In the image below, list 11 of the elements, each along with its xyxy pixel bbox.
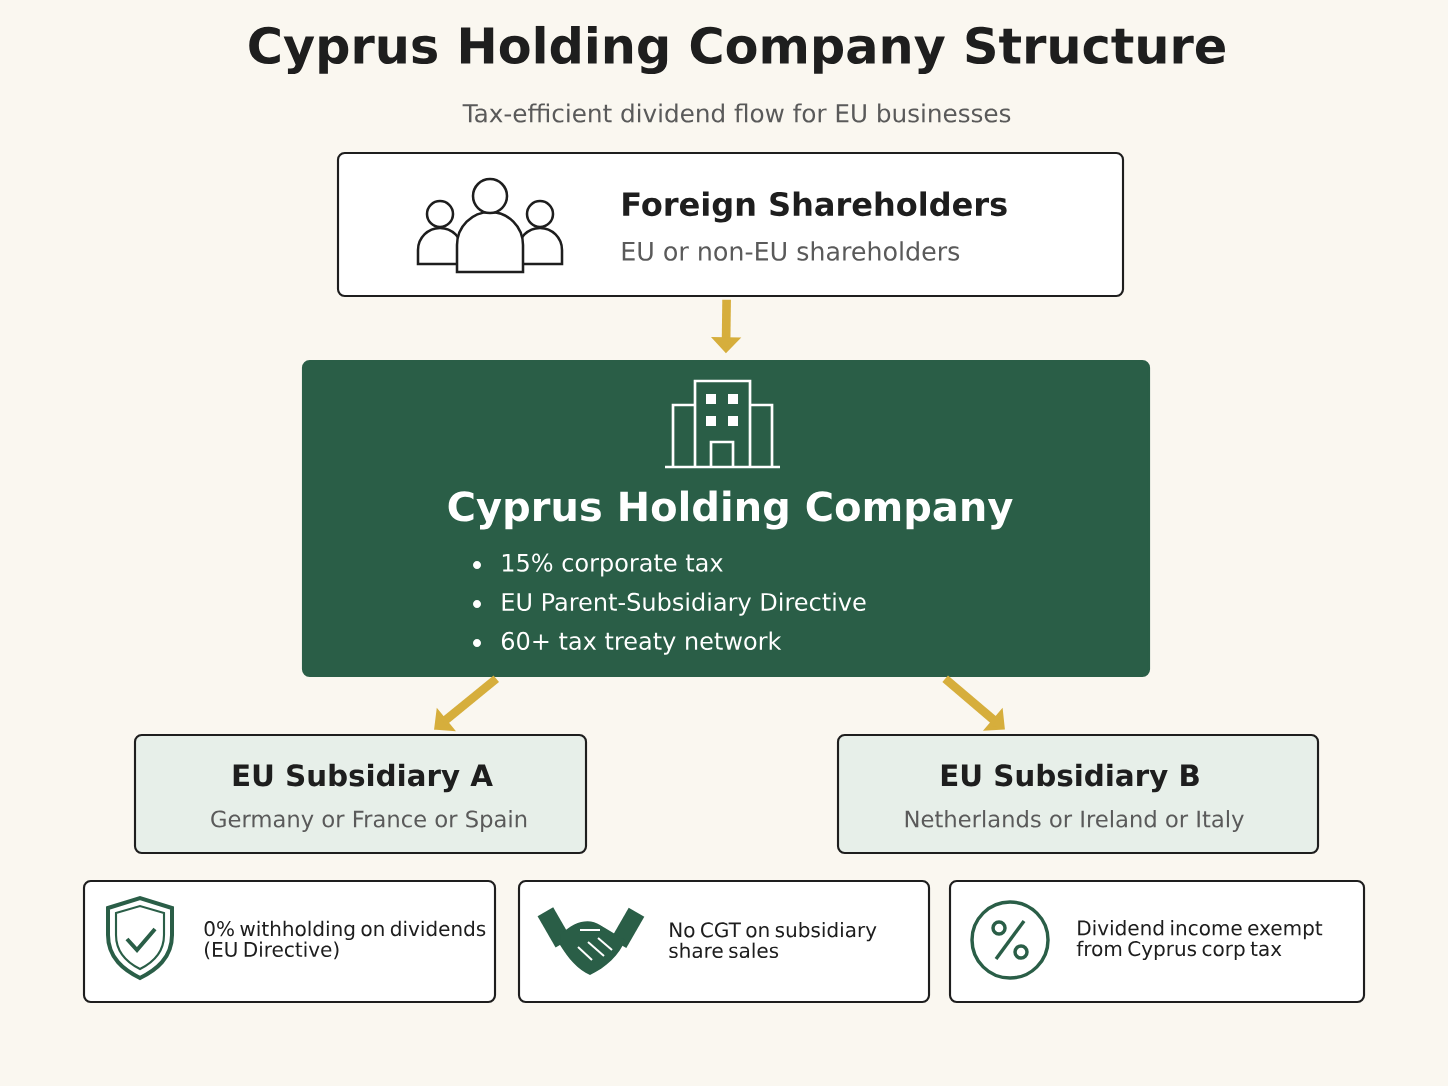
company-box: Cyprus Holding Company 15% corporate tax EU Parent-Subsidiary Directive 60+ tax treaty network [301,359,1151,678]
arrow [942,675,1005,731]
benefit-box: No CGT on subsidiary share sales [517,879,931,1004]
benefit-box: 0% withholding on dividends (EU Directive) [82,879,497,1004]
title: Cyprus Holding Company Structure [249,25,1225,75]
subtitle: Tax-efficient dividend flow for EU businesses [462,103,1011,123]
info-box: Foreign Shareholders EU or non-EU shareholders [336,151,1125,298]
subsidiary-box: EU Subsidiary B Netherlands or Ireland or Italy [836,733,1320,855]
benefit-box: Dividend income exempt from Cyprus corp tax [948,879,1366,1004]
arrow [434,675,500,732]
subsidiary-box: EU Subsidiary A Germany or France or Spain [133,733,588,855]
